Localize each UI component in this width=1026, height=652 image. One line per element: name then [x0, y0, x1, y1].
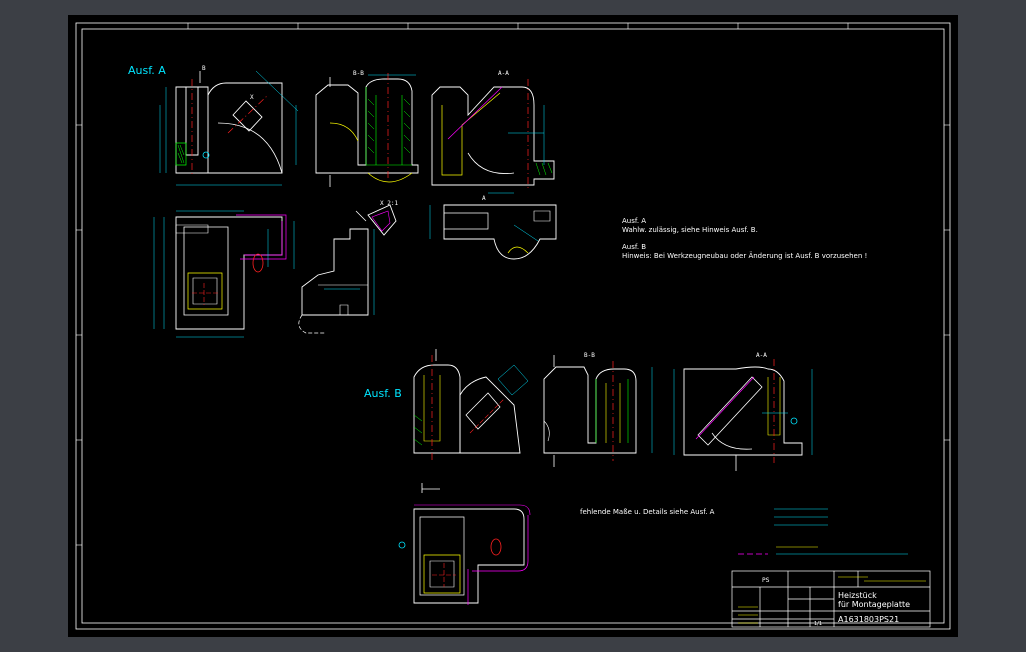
section-marker-b: B — [202, 65, 206, 72]
title-block-sheet: 1/1 — [814, 621, 822, 627]
cad-drawing: Ausf. A Ausf. B B X B-B — [75, 22, 951, 630]
section-title-aa: A-A — [498, 70, 509, 77]
section-title-bb: B-B — [353, 70, 364, 77]
note-a-text: Wahlw. zulässig, siehe Hinweis Ausf. B. — [622, 226, 758, 234]
view-a-top — [153, 210, 295, 338]
notes: Ausf. A Wahlw. zulässig, siehe Hinweis A… — [580, 217, 867, 516]
note-missing-dims: fehlende Maße u. Details siehe Ausf. A — [580, 508, 715, 516]
view-a-part-b: A — [429, 192, 557, 260]
title-block-lines-yellow — [738, 576, 926, 624]
title-block-drawing-number: A1631803PS21 — [838, 615, 899, 624]
note-b-title: Ausf. B — [622, 243, 646, 251]
frame-ticks — [76, 23, 950, 546]
title-block-material: PS — [762, 577, 770, 584]
note-b-text: Hinweis: Bei Werkzeugneubau oder Änderun… — [622, 251, 867, 260]
section-marker-a: A — [482, 195, 486, 202]
legend-small — [738, 508, 908, 555]
view-a-front: B X — [159, 65, 299, 186]
view-b-section-bb: B-B — [543, 352, 653, 467]
view-a-section-bb: B-B — [315, 70, 419, 187]
title-block-part-name-1: Heizstück — [838, 591, 877, 600]
view-b-front — [413, 349, 529, 493]
section-title-b-aa: A-A — [756, 352, 767, 359]
sheet-frame — [75, 22, 951, 630]
view-a-side — [298, 228, 375, 334]
title-block — [731, 570, 931, 628]
view-a-detail-x: X 2:1 — [355, 200, 398, 236]
drawing-sheet: Ausf. A Ausf. B B X B-B — [68, 15, 958, 637]
view-b-section-aa: A-A — [673, 352, 813, 471]
title-block-part-name-2: für Montageplatte — [838, 600, 910, 609]
ausf-a-label: Ausf. A — [128, 64, 166, 77]
detail-marker-x: X — [250, 94, 254, 101]
detail-x-title: X 2:1 — [380, 200, 398, 207]
section-title-b-bb: B-B — [584, 352, 595, 359]
note-a-title: Ausf. A — [622, 217, 646, 225]
ausf-b-label: Ausf. B — [364, 387, 402, 400]
view-a-section-aa: A-A — [431, 70, 555, 191]
view-b-top — [398, 488, 531, 605]
